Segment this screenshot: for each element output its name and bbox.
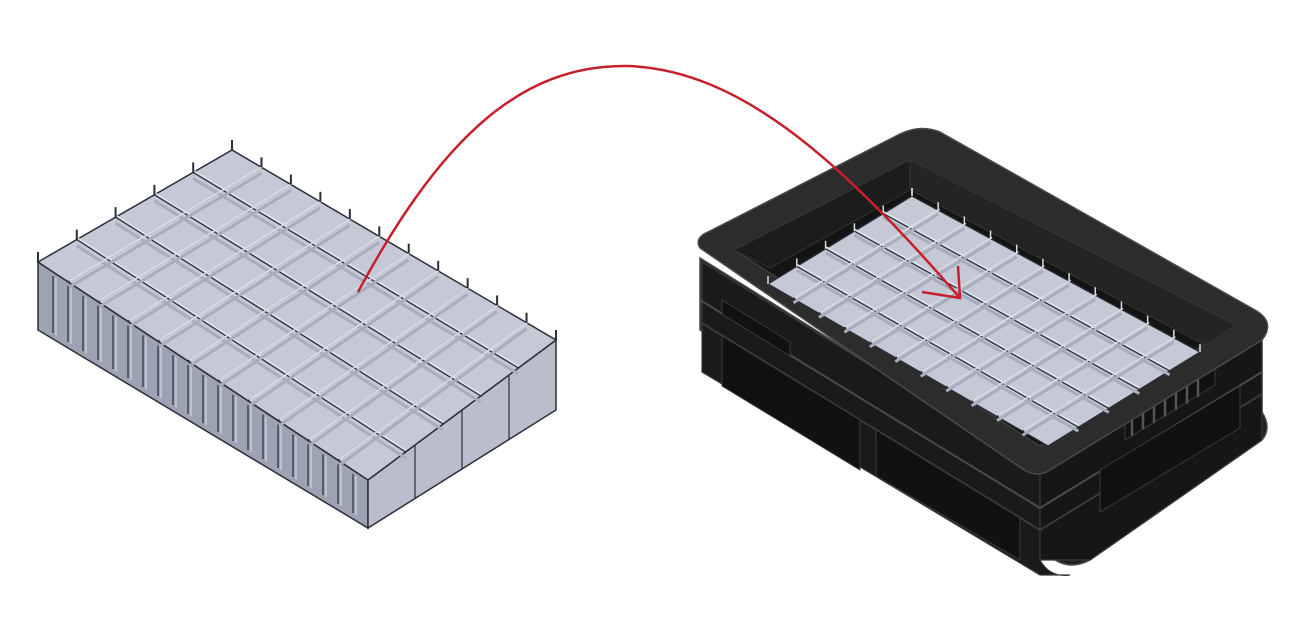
crate-divider-posts bbox=[767, 188, 1201, 352]
divider-grid bbox=[67, 165, 529, 468]
divider-rib-shadow bbox=[247, 275, 440, 408]
divider-posts bbox=[37, 140, 557, 340]
divider-rib-highlight bbox=[921, 279, 1071, 373]
divider-rib-shadow bbox=[996, 326, 1149, 422]
divider-rib-shadow bbox=[157, 223, 351, 349]
divider-slots bbox=[52, 275, 510, 515]
crate-front-panels bbox=[721, 299, 1021, 561]
divider-rib-highlight bbox=[794, 208, 941, 299]
divider-rib-highlight bbox=[159, 217, 352, 341]
divider-rib-highlight bbox=[309, 303, 500, 440]
divider-rib-highlight bbox=[947, 293, 1098, 387]
divider-rib-highlight bbox=[1023, 336, 1176, 431]
divider-rib-shadow bbox=[882, 216, 1171, 377]
crate-side-panel bbox=[1099, 365, 1241, 513]
divider-rib-shadow bbox=[945, 297, 1097, 393]
divider-rib-shadow bbox=[307, 310, 498, 448]
divider-rib-shadow bbox=[853, 233, 1140, 395]
divider-rib-shadow bbox=[869, 255, 1018, 349]
divider-rib-shadow bbox=[127, 206, 322, 329]
divider-rib-highlight bbox=[820, 222, 967, 314]
divider-rib-shadow bbox=[970, 312, 1123, 408]
divider-rib-shadow bbox=[919, 283, 1070, 378]
divider-rib-shadow bbox=[818, 227, 966, 319]
divider-rib-highlight bbox=[339, 321, 529, 460]
crate-divider-grid bbox=[792, 208, 1176, 437]
divider-rib-highlight bbox=[845, 236, 993, 328]
arrow-head-icon bbox=[921, 265, 962, 300]
divider-rib-shadow bbox=[187, 241, 381, 369]
divider-rib-highlight bbox=[129, 200, 323, 322]
divider-insert bbox=[36, 140, 558, 530]
divider-rib-highlight bbox=[972, 307, 1124, 402]
divider-rib-highlight bbox=[249, 269, 441, 401]
divider-rib-shadow bbox=[217, 258, 410, 389]
divider-rib-shadow bbox=[894, 269, 1044, 363]
divider-rib-highlight bbox=[279, 286, 470, 421]
divider-rib-shadow bbox=[67, 171, 263, 290]
divider-rib-shadow bbox=[824, 251, 1110, 414]
divider-rib-highlight bbox=[189, 234, 382, 361]
divider-rib-highlight bbox=[219, 252, 411, 381]
divider-rib-shadow bbox=[277, 292, 469, 428]
divider-rib-shadow bbox=[796, 269, 1080, 433]
insertion-arrow bbox=[356, 64, 962, 300]
crate-with-divider bbox=[697, 127, 1269, 577]
divider-rib-highlight bbox=[998, 321, 1150, 417]
divider-rib-shadow bbox=[1021, 340, 1175, 437]
divider-rib-highlight bbox=[99, 182, 293, 302]
divider-rib-highlight bbox=[896, 265, 1045, 358]
divider-rib-shadow bbox=[843, 241, 992, 334]
divider-rib-shadow bbox=[97, 189, 292, 309]
divider-rib-shadow bbox=[792, 212, 939, 305]
arrow-curve bbox=[356, 64, 961, 299]
divider-rib-shadow bbox=[337, 327, 528, 468]
divider-rib-highlight bbox=[69, 165, 264, 282]
crate-inner-wall-right bbox=[909, 159, 1238, 346]
